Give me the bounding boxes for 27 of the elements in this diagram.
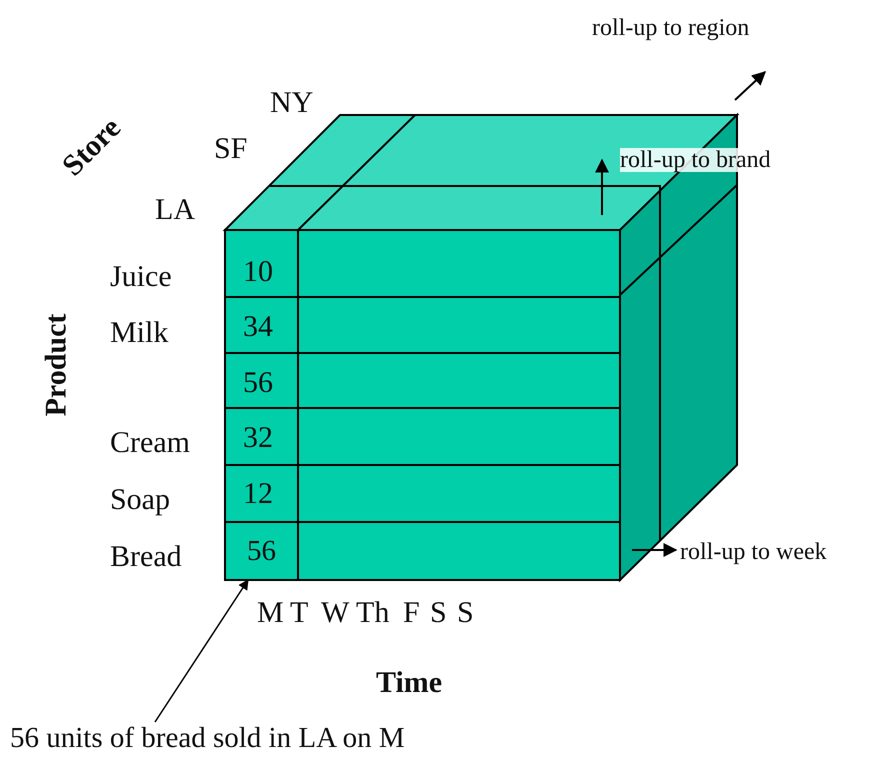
- cell-value: 34: [243, 312, 273, 342]
- axis-value: Juice: [110, 262, 172, 292]
- cell-value: 12: [243, 479, 273, 509]
- cell-value: 32: [243, 423, 273, 453]
- annotation-text: roll-up to region: [592, 16, 750, 40]
- axis-value: F: [403, 598, 420, 628]
- callout-text: 56 units of bread sold in LA on M: [10, 724, 405, 753]
- axis-value: Cream: [110, 428, 190, 458]
- axis-value: Th: [356, 598, 390, 628]
- axis-value: Bread: [110, 542, 182, 572]
- axis-title: Product: [41, 314, 72, 416]
- annotation-text: roll-up to week: [680, 540, 827, 564]
- cell-value: 56: [243, 368, 273, 398]
- axis-value: M: [257, 598, 284, 628]
- axis-value: T: [290, 598, 308, 628]
- axis-value: LA: [155, 195, 195, 225]
- axis-value: Soap: [110, 485, 170, 515]
- axis-title: Time: [376, 668, 442, 698]
- axis-value: SF: [214, 134, 248, 164]
- leader-line: [154, 579, 249, 722]
- cell-value: 10: [243, 257, 273, 287]
- axis-value: W: [321, 598, 350, 628]
- axis-value: Milk: [110, 318, 168, 348]
- axis-value: NY: [270, 88, 314, 118]
- axis-value: S: [430, 598, 447, 628]
- axis-value: S: [457, 598, 474, 628]
- annotation-text: roll-up to brand: [620, 148, 771, 172]
